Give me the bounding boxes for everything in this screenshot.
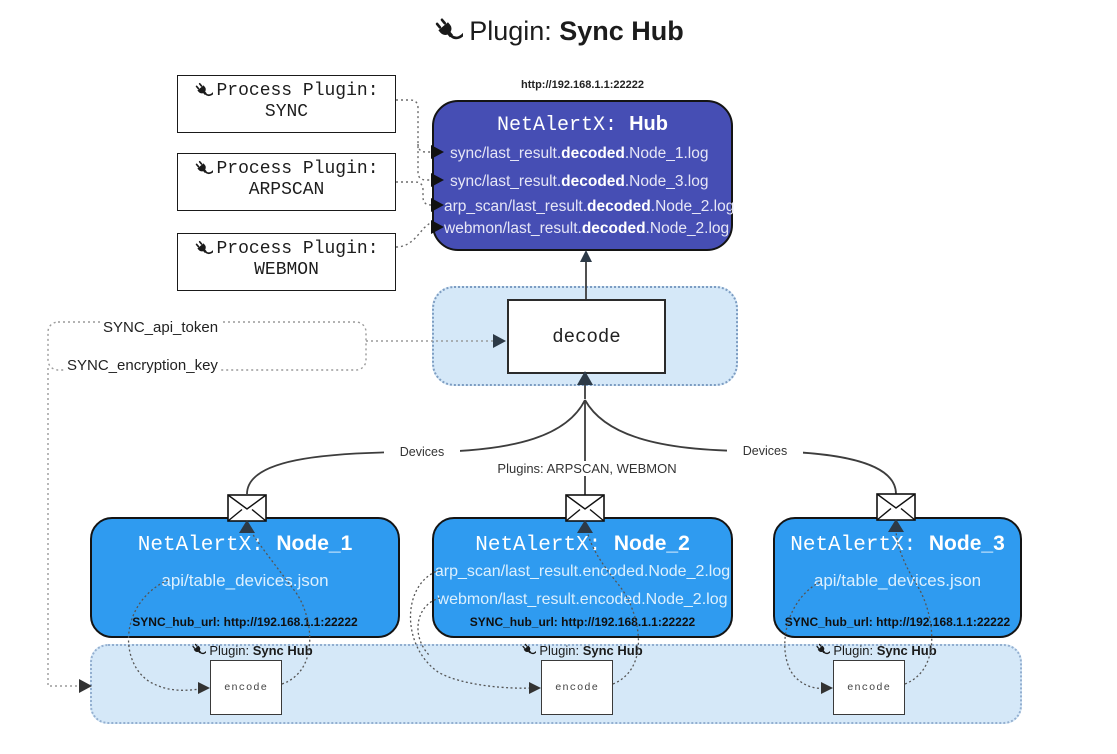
node-title-prefix: NetAlertX: xyxy=(475,534,602,557)
hub-item-post: .Node_3.log xyxy=(624,173,709,190)
plug-icon xyxy=(521,643,536,658)
node-2-box: NetAlertX: Node_2 arp_scan/last_result.e… xyxy=(432,517,733,638)
node-1-box: NetAlertX: Node_1 api/table_devices.json… xyxy=(90,517,400,638)
hub-log-item: sync/last_result.decoded.Node_1.log xyxy=(450,145,708,163)
encode-label: encode xyxy=(847,681,891,694)
process-plugin-name: ARPSCAN xyxy=(248,180,325,200)
node-title-name: Node_1 xyxy=(276,532,353,555)
hub-item-bold: decoded xyxy=(561,145,625,162)
node-title-name: Node_2 xyxy=(613,532,690,555)
encoder-3-label: Plugin: Sync Hub xyxy=(781,643,971,658)
hub-box: NetAlertX: Hub sync/last_result.decoded.… xyxy=(432,100,734,251)
encoder-3-box: encode xyxy=(833,660,905,715)
node-hub-url: SYNC_hub_url: http://192.168.1.1:22222 xyxy=(132,615,358,629)
plug-icon xyxy=(194,160,213,179)
encoder-label-name: Sync Hub xyxy=(252,643,313,658)
encode-label: encode xyxy=(555,681,599,694)
hub-title-name: Hub xyxy=(629,113,668,135)
node-file-line: webmon/last_result.encoded.Node_2.log xyxy=(437,591,728,608)
encoder-label-prefix: Plugin: xyxy=(539,643,580,658)
plug-icon xyxy=(433,17,463,47)
plug-icon xyxy=(815,643,830,658)
process-plugin-webmon: Process Plugin: WEBMON xyxy=(177,233,396,291)
encoder-2-box: encode xyxy=(541,660,613,715)
hub-log-item: sync/last_result.decoded.Node_3.log xyxy=(450,173,708,191)
hub-item-pre: sync/last_result. xyxy=(450,145,562,162)
process-plugin-label: Process Plugin: xyxy=(216,239,379,259)
arrow-into-hub xyxy=(580,250,592,262)
edge-label-devices-right: Devices xyxy=(727,444,803,458)
hub-title: NetAlertX: Hub xyxy=(434,113,731,137)
encoder-label-text: Plugin: Sync Hub xyxy=(833,643,936,658)
title-name: Sync Hub xyxy=(559,16,684,46)
diagram-title: Plugin: Sync Hub xyxy=(0,16,1117,47)
title-prefix: Plugin: xyxy=(469,16,552,46)
setting-sync-encryption-key: SYNC_encryption_key xyxy=(64,357,221,374)
process-plugin-name: SYNC xyxy=(264,102,309,122)
process-plugin-sync: Process Plugin: SYNC xyxy=(177,75,396,133)
encoder-2-label: Plugin: Sync Hub xyxy=(487,643,677,658)
hub-item-post: .Node_2.log xyxy=(645,220,730,237)
process-plugin-name: WEBMON xyxy=(254,260,319,280)
process-plugin-label: Process Plugin: xyxy=(216,81,379,101)
plug-icon xyxy=(191,643,206,658)
node-title-prefix: NetAlertX: xyxy=(137,534,264,557)
hub-title-prefix: NetAlertX: xyxy=(497,114,618,137)
node-file-line: api/table_devices.json xyxy=(161,571,329,590)
hub-log-item: arp_scan/last_result.decoded.Node_2.log xyxy=(444,198,734,216)
node-title-name: Node_3 xyxy=(928,532,1005,555)
node-file-line: arp_scan/last_result.encoded.Node_2.log xyxy=(434,563,731,580)
node-title-prefix: NetAlertX: xyxy=(790,534,917,557)
plugin-wires xyxy=(395,99,432,248)
node-hub-url: SYNC_hub_url: http://192.168.1.1:22222 xyxy=(784,615,1011,629)
hub-item-pre: sync/last_result. xyxy=(450,173,562,190)
encoder-label-text: Plugin: Sync Hub xyxy=(209,643,312,658)
hub-item-pre: arp_scan/last_result. xyxy=(444,198,588,215)
encoder-label-name: Sync Hub xyxy=(876,643,937,658)
decode-box: decode xyxy=(507,299,666,374)
plug-icon xyxy=(194,240,213,259)
plug-icon xyxy=(194,82,213,101)
node-file-line: api/table_devices.json xyxy=(813,571,982,590)
hub-item-bold: decoded xyxy=(587,198,651,215)
diagram-title-text: Plugin: Sync Hub xyxy=(469,16,684,47)
process-plugin-label: Process Plugin: xyxy=(216,159,379,179)
hub-log-item: webmon/last_result.decoded.Node_2.log xyxy=(444,220,729,238)
hub-url-label: http://192.168.1.1:22222 xyxy=(521,79,644,91)
hub-item-post: .Node_2.log xyxy=(650,198,735,215)
encoder-label-name: Sync Hub xyxy=(582,643,643,658)
node-title: NetAlertX: Node_3 xyxy=(775,532,1020,557)
hub-item-bold: decoded xyxy=(581,220,646,237)
hub-item-bold: decoded xyxy=(561,173,625,190)
hub-item-pre: webmon/last_result. xyxy=(444,220,582,237)
encoder-1-label: Plugin: Sync Hub xyxy=(157,643,347,658)
hub-item-post: .Node_1.log xyxy=(624,145,709,162)
edge-label-devices-left: Devices xyxy=(384,445,460,459)
node-hub-url: SYNC_hub_url: http://192.168.1.1:22222 xyxy=(469,615,696,629)
node-title: NetAlertX: Node_1 xyxy=(92,532,398,557)
encoder-1-box: encode xyxy=(210,660,282,715)
setting-sync-api-token: SYNC_api_token xyxy=(100,319,222,336)
process-plugin-arpscan: Process Plugin: ARPSCAN xyxy=(177,153,396,211)
edge-label-plugins: Plugins: ARPSCAN, WEBMON xyxy=(495,461,679,476)
node-3-box: NetAlertX: Node_3 api/table_devices.json… xyxy=(773,517,1022,638)
encode-label: encode xyxy=(224,681,268,694)
decode-label: decode xyxy=(552,325,621,348)
node-title: NetAlertX: Node_2 xyxy=(434,532,731,557)
encoder-label-text: Plugin: Sync Hub xyxy=(539,643,642,658)
encoder-label-prefix: Plugin: xyxy=(833,643,874,658)
encoder-label-prefix: Plugin: xyxy=(209,643,250,658)
